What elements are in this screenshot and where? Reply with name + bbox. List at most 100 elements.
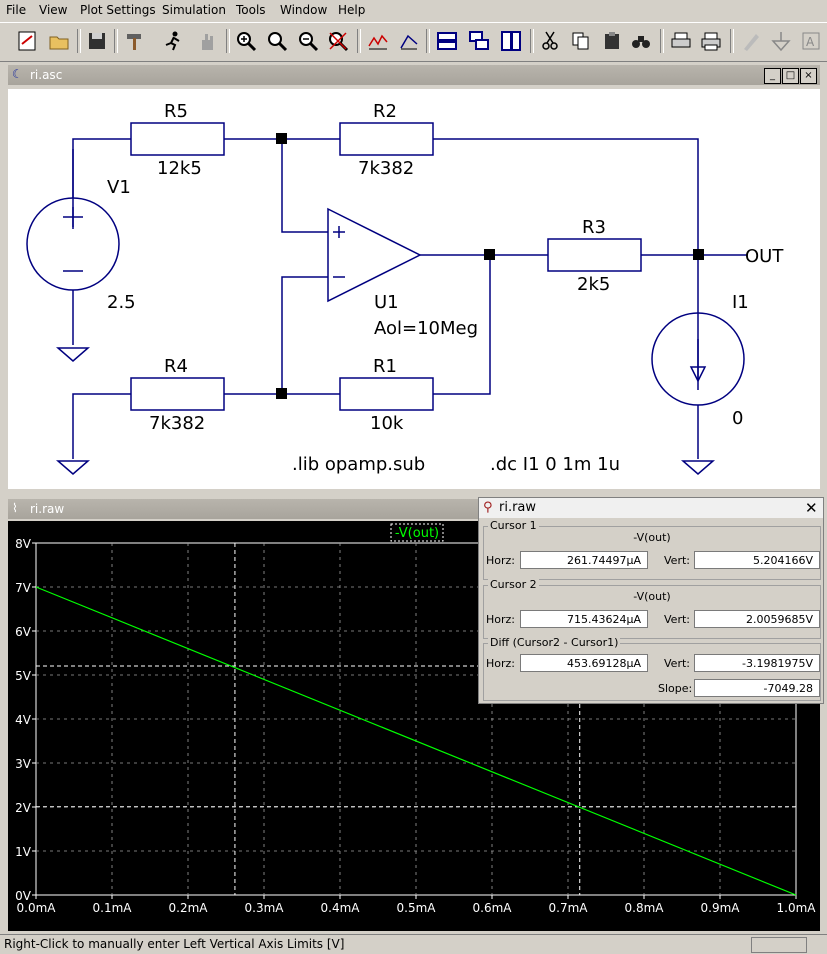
menu-help[interactable]: Help <box>338 3 366 17</box>
x-tick-label: 0.0mA <box>17 901 57 915</box>
cursor2-group: Cursor 2 -V(out) Horz: 715.43624µA Vert:… <box>483 578 821 639</box>
trace-label-box <box>390 523 444 542</box>
lib-directive: .lib opamp.sub <box>292 454 425 475</box>
net-label-out: OUT <box>745 246 784 267</box>
x-tick-label: 0.4mA <box>321 901 361 915</box>
cursor2-horz-field[interactable]: 715.43624µA <box>520 610 648 628</box>
x-tick-label: 0.1mA <box>93 901 133 915</box>
slope-label: Slope: <box>658 682 693 695</box>
close-icon[interactable]: ✕ <box>805 499 818 517</box>
toolbar: A <box>0 22 827 62</box>
marker-icon[interactable] <box>396 28 422 54</box>
zoom-out-icon[interactable] <box>295 28 321 54</box>
diff-title: Diff (Cursor2 - Cursor1) <box>488 636 621 649</box>
menu-tools[interactable]: Tools <box>236 3 266 17</box>
r3-name: R3 <box>582 217 606 238</box>
print-setup-icon[interactable] <box>668 28 694 54</box>
menu-file[interactable]: File <box>6 3 27 17</box>
cursor2-trace: -V(out) <box>633 590 671 603</box>
diff-vert-label: Vert: <box>664 657 690 670</box>
r4-value: 7k382 <box>149 413 205 434</box>
cursor1-group: Cursor 1 -V(out) Horz: 261.74497µA Vert:… <box>483 519 821 580</box>
toolbar-separator <box>530 29 534 53</box>
y-tick-label: 1V <box>15 845 32 859</box>
ground-icon[interactable] <box>768 28 794 54</box>
waveform-icon: ⌇ <box>12 501 18 515</box>
halt-icon[interactable] <box>194 28 220 54</box>
cursor-dialog-titlebar[interactable]: ⚲ ri.raw ✕ <box>479 498 823 518</box>
menu-view[interactable]: View <box>39 3 68 17</box>
plot-window-title: ri.raw <box>30 502 65 516</box>
menu-simulation[interactable]: Simulation <box>162 3 226 17</box>
hammer-icon[interactable] <box>122 28 148 54</box>
i1-value: 0 <box>732 408 743 429</box>
x-tick-label: 0.2mA <box>169 901 209 915</box>
status-text: Right-Click to manually enter Left Verti… <box>4 937 345 951</box>
resistor-r5 <box>130 122 225 156</box>
minimize-button[interactable]: _ <box>764 68 781 84</box>
diff-horz-field[interactable]: 453.69128µA <box>520 654 648 672</box>
diff-horz-label: Horz: <box>486 657 516 670</box>
y-tick-label: 4V <box>15 713 32 727</box>
run-icon[interactable] <box>160 28 186 54</box>
cursor2-vert-field[interactable]: 2.0059685V <box>694 610 820 628</box>
schematic-canvas[interactable]: R5 12k5 R2 7k382 R3 2k5 R4 7k382 R1 10k … <box>8 89 820 489</box>
zoom-in-icon[interactable] <box>233 28 259 54</box>
schematic-window-icon: ☾ <box>12 67 23 81</box>
new-schematic-icon[interactable] <box>14 28 40 54</box>
toolbar-separator <box>77 29 81 53</box>
tile-horizontal-icon[interactable] <box>434 28 460 54</box>
cursor1-trace: -V(out) <box>633 531 671 544</box>
cursor-dialog-title: ri.raw <box>499 500 537 515</box>
y-tick-label: 2V <box>15 801 32 815</box>
menu-plot-settings[interactable]: Plot Settings <box>80 3 156 17</box>
zoom-fit-icon[interactable] <box>325 28 351 54</box>
slope-field[interactable]: -7049.28 <box>694 679 820 697</box>
r5-name: R5 <box>164 101 188 122</box>
pencil-icon[interactable] <box>738 28 764 54</box>
paste-icon[interactable] <box>599 28 625 54</box>
toolbar-separator <box>426 29 430 53</box>
x-tick-label: 0.3mA <box>245 901 285 915</box>
autorange-icon[interactable] <box>365 28 391 54</box>
x-tick-label: 0.6mA <box>473 901 513 915</box>
text-tool-icon[interactable]: A <box>798 28 824 54</box>
resistor-r2 <box>339 122 434 156</box>
copy-icon[interactable] <box>568 28 594 54</box>
y-tick-label: 0V <box>15 889 32 903</box>
cursor2-horz-label: Horz: <box>486 613 516 626</box>
save-icon[interactable] <box>84 28 110 54</box>
cursor1-vert-field[interactable]: 5.204166V <box>694 551 820 569</box>
toolbar-separator <box>114 29 118 53</box>
cascade-icon[interactable] <box>466 28 492 54</box>
toolbar-separator <box>660 29 664 53</box>
open-folder-icon[interactable] <box>46 28 72 54</box>
svg-text:A: A <box>806 35 815 49</box>
maximize-button[interactable]: □ <box>782 68 799 84</box>
menu-window[interactable]: Window <box>280 3 328 17</box>
r1-name: R1 <box>373 356 397 377</box>
zoom-pan-icon[interactable] <box>264 28 290 54</box>
r1-value: 10k <box>370 413 404 434</box>
schematic-window-title: ri.asc <box>30 68 63 82</box>
v1-value: 2.5 <box>107 292 136 313</box>
cursor2-title: Cursor 2 <box>488 578 539 591</box>
i1-name: I1 <box>732 292 749 313</box>
x-tick-label: 1.0mA <box>777 901 817 915</box>
resistor-r1 <box>339 377 434 411</box>
close-button[interactable]: × <box>800 68 817 84</box>
cursor1-vert-label: Vert: <box>664 554 690 567</box>
cursor1-horz-field[interactable]: 261.74497µA <box>520 551 648 569</box>
print-icon[interactable] <box>698 28 724 54</box>
cut-icon[interactable] <box>537 28 563 54</box>
v1-name: V1 <box>107 177 131 198</box>
r2-name: R2 <box>373 101 397 122</box>
x-tick-label: 0.5mA <box>397 901 437 915</box>
probe-icon: ⚲ <box>483 500 493 515</box>
u1-name: U1 <box>374 292 399 313</box>
find-icon[interactable] <box>628 28 654 54</box>
schematic-window-titlebar[interactable]: ☾ ri.asc _ □ × <box>8 65 820 85</box>
diff-vert-field[interactable]: -3.1981975V <box>694 654 820 672</box>
diff-group: Diff (Cursor2 - Cursor1) Horz: 453.69128… <box>483 636 821 701</box>
tile-vertical-icon[interactable] <box>498 28 524 54</box>
